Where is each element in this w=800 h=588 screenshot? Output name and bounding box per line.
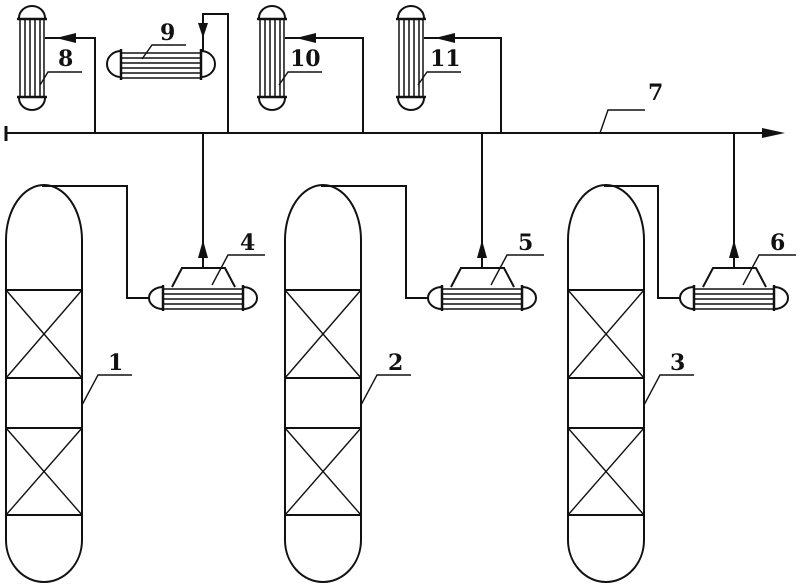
flow-arrow-icon <box>435 33 455 43</box>
label-1: 1 <box>108 350 123 376</box>
label-9: 9 <box>160 20 175 46</box>
heat-exchanger-4: 4 <box>42 133 265 311</box>
flow-arrow-icon <box>56 33 76 43</box>
label-3: 3 <box>670 350 685 376</box>
horizontal-exchanger-9: 9 <box>106 13 229 133</box>
label-7: 7 <box>648 80 663 106</box>
packed-column-1: 1 <box>5 184 132 583</box>
label-11: 11 <box>430 46 461 72</box>
vertical-exchanger-10: 10 <box>257 5 364 133</box>
flow-arrow-icon <box>477 240 487 258</box>
heat-exchanger-5: 5 <box>321 133 544 311</box>
packed-column-3: 3 <box>567 184 694 583</box>
main-header-pipe-7: 7 <box>4 80 785 141</box>
label-5: 5 <box>518 230 533 256</box>
flow-arrow-icon <box>296 33 316 43</box>
vertical-exchanger-8: 8 <box>17 5 96 133</box>
flow-arrow-icon <box>762 128 785 138</box>
flow-arrow-icon <box>198 240 208 258</box>
label-2: 2 <box>388 350 403 376</box>
vertical-exchanger-11: 11 <box>396 5 502 133</box>
flow-arrow-icon <box>729 240 739 258</box>
heat-exchanger-6: 6 <box>604 133 796 311</box>
label-8: 8 <box>58 46 73 72</box>
flow-arrow-icon <box>198 23 208 38</box>
label-4: 4 <box>240 230 255 256</box>
label-10: 10 <box>290 46 321 72</box>
label-6: 6 <box>770 230 785 256</box>
packed-column-2: 2 <box>284 184 411 583</box>
